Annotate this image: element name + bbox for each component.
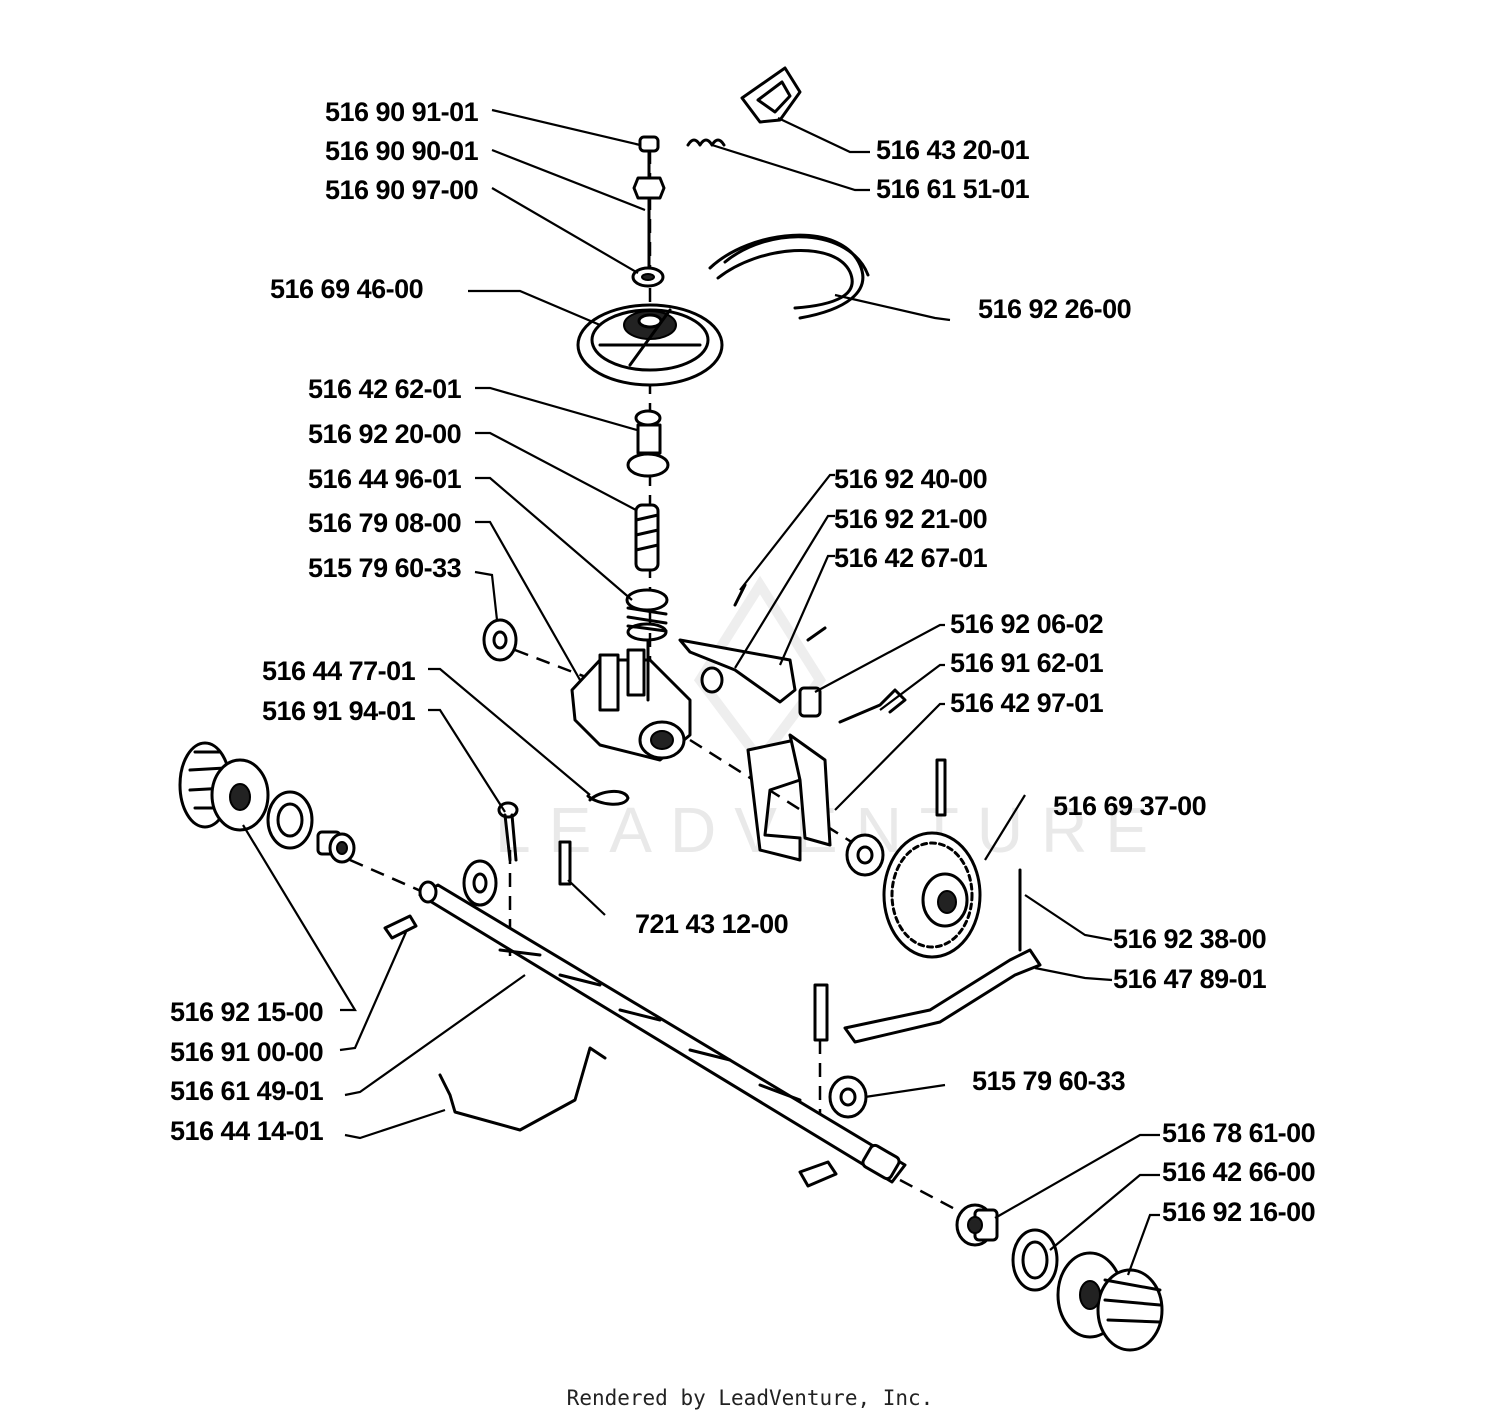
axle-washer bbox=[462, 859, 498, 907]
key-part-right bbox=[798, 1160, 838, 1188]
set-screw-gear bbox=[935, 758, 947, 817]
label-516-69-37-00: 516 69 37-00 bbox=[1053, 791, 1206, 821]
footer-credit: Rendered by LeadVenture, Inc. bbox=[566, 1386, 934, 1410]
set-screw-lower bbox=[813, 983, 829, 1042]
label-516-91-62-01: 516 91 62-01 bbox=[950, 648, 1104, 678]
left-gear-hub-part bbox=[178, 741, 270, 832]
label-516-44-77-01: 516 44 77-01 bbox=[262, 656, 416, 686]
label-516-42-66-00: 516 42 66-00 bbox=[1162, 1157, 1315, 1187]
belt-part bbox=[708, 233, 870, 320]
label-516-79-08-00: 516 79 08-00 bbox=[308, 508, 461, 538]
gear-washer-hole bbox=[856, 845, 874, 865]
label-516-43-20-01: 516 43 20-01 bbox=[876, 135, 1030, 165]
right-gear-hub-part bbox=[1056, 1251, 1164, 1352]
label-516-92-15-00: 516 92 15-00 bbox=[170, 997, 323, 1027]
label-516-91-94-01: 516 91 94-01 bbox=[262, 696, 416, 726]
label-516-42-97-01: 516 42 97-01 bbox=[950, 688, 1104, 718]
label-516-44-96-01: 516 44 96-01 bbox=[308, 464, 462, 494]
label-516-91-00-00: 516 91 00-00 bbox=[170, 1037, 323, 1067]
thrust-washer-upper-hole bbox=[492, 630, 508, 650]
clip-part bbox=[586, 790, 630, 806]
label-516-90-97-00: 516 90 97-00 bbox=[325, 175, 478, 205]
set-screw-upper bbox=[558, 840, 572, 886]
worm-part bbox=[634, 503, 660, 572]
thrust-washer-lower bbox=[828, 1075, 868, 1119]
shift-lever-part bbox=[746, 733, 832, 862]
gear-washer bbox=[845, 833, 885, 877]
label-516-47-89-01: 516 47 89-01 bbox=[1113, 964, 1267, 994]
shift-bracket-part bbox=[678, 583, 827, 704]
thrust-washer-upper bbox=[482, 618, 518, 662]
label-515-79-60-33-upper: 515 79 60-33 bbox=[308, 553, 462, 583]
part-graphics bbox=[178, 66, 1164, 1352]
spring-part bbox=[686, 138, 726, 147]
axle-shaft-part bbox=[418, 880, 907, 1184]
drive-gear-part bbox=[882, 831, 982, 959]
wire-rod-part bbox=[438, 1046, 607, 1132]
snap-ring-left-inner bbox=[276, 802, 304, 838]
bracket-cutout bbox=[756, 80, 792, 114]
snap-ring-left bbox=[266, 790, 314, 850]
label-516-69-46-00: 516 69 46-00 bbox=[270, 274, 423, 304]
gearbox-housing-part bbox=[570, 638, 692, 762]
washer-hole bbox=[641, 273, 655, 281]
cotter-pin-part bbox=[497, 801, 519, 862]
label-516-92-21-00: 516 92 21-00 bbox=[834, 504, 987, 534]
shift-pin-part bbox=[838, 688, 907, 724]
label-516-61-49-01: 516 61 49-01 bbox=[170, 1076, 324, 1106]
label-516-90-90-01: 516 90 90-01 bbox=[325, 136, 479, 166]
label-516-92-38-00: 516 92 38-00 bbox=[1113, 924, 1266, 954]
bolt-part bbox=[632, 135, 666, 270]
pulley-part bbox=[576, 303, 724, 387]
label-516-92-16-00: 516 92 16-00 bbox=[1162, 1197, 1315, 1227]
label-516-78-61-00: 516 78 61-00 bbox=[1162, 1118, 1315, 1148]
part-labels: 516 90 91-01 516 90 90-01 516 90 97-00 5… bbox=[170, 97, 1316, 1227]
axle-washer-hole bbox=[472, 872, 488, 894]
shift-arm-part bbox=[843, 948, 1042, 1044]
label-721-43-12-00: 721 43 12-00 bbox=[635, 909, 788, 939]
hub-part bbox=[626, 409, 670, 478]
label-516-92-06-02: 516 92 06-02 bbox=[950, 609, 1103, 639]
bushing-right bbox=[955, 1203, 999, 1247]
label-516-92-26-00: 516 92 26-00 bbox=[978, 294, 1131, 324]
label-516-44-14-01: 516 44 14-01 bbox=[170, 1116, 324, 1146]
shift-bushing-part bbox=[798, 686, 822, 718]
label-516-42-62-01: 516 42 62-01 bbox=[308, 374, 462, 404]
compression-spring-part bbox=[625, 588, 669, 642]
label-516-92-20-00: 516 92 20-00 bbox=[308, 419, 461, 449]
bracket-part bbox=[740, 66, 802, 124]
bushing-left bbox=[316, 830, 356, 864]
snap-ring-right-inner bbox=[1021, 1240, 1049, 1280]
label-515-79-60-33-lower: 515 79 60-33 bbox=[972, 1066, 1126, 1096]
key-part-left bbox=[383, 914, 418, 940]
leader-lines bbox=[242, 108, 1160, 1276]
label-516-92-40-00: 516 92 40-00 bbox=[834, 464, 987, 494]
thrust-washer-lower-hole bbox=[839, 1087, 857, 1107]
label-516-61-51-01: 516 61 51-01 bbox=[876, 174, 1030, 204]
label-516-42-67-01: 516 42 67-01 bbox=[834, 543, 988, 573]
snap-ring-right bbox=[1011, 1228, 1059, 1292]
label-516-90-91-01: 516 90 91-01 bbox=[325, 97, 479, 127]
